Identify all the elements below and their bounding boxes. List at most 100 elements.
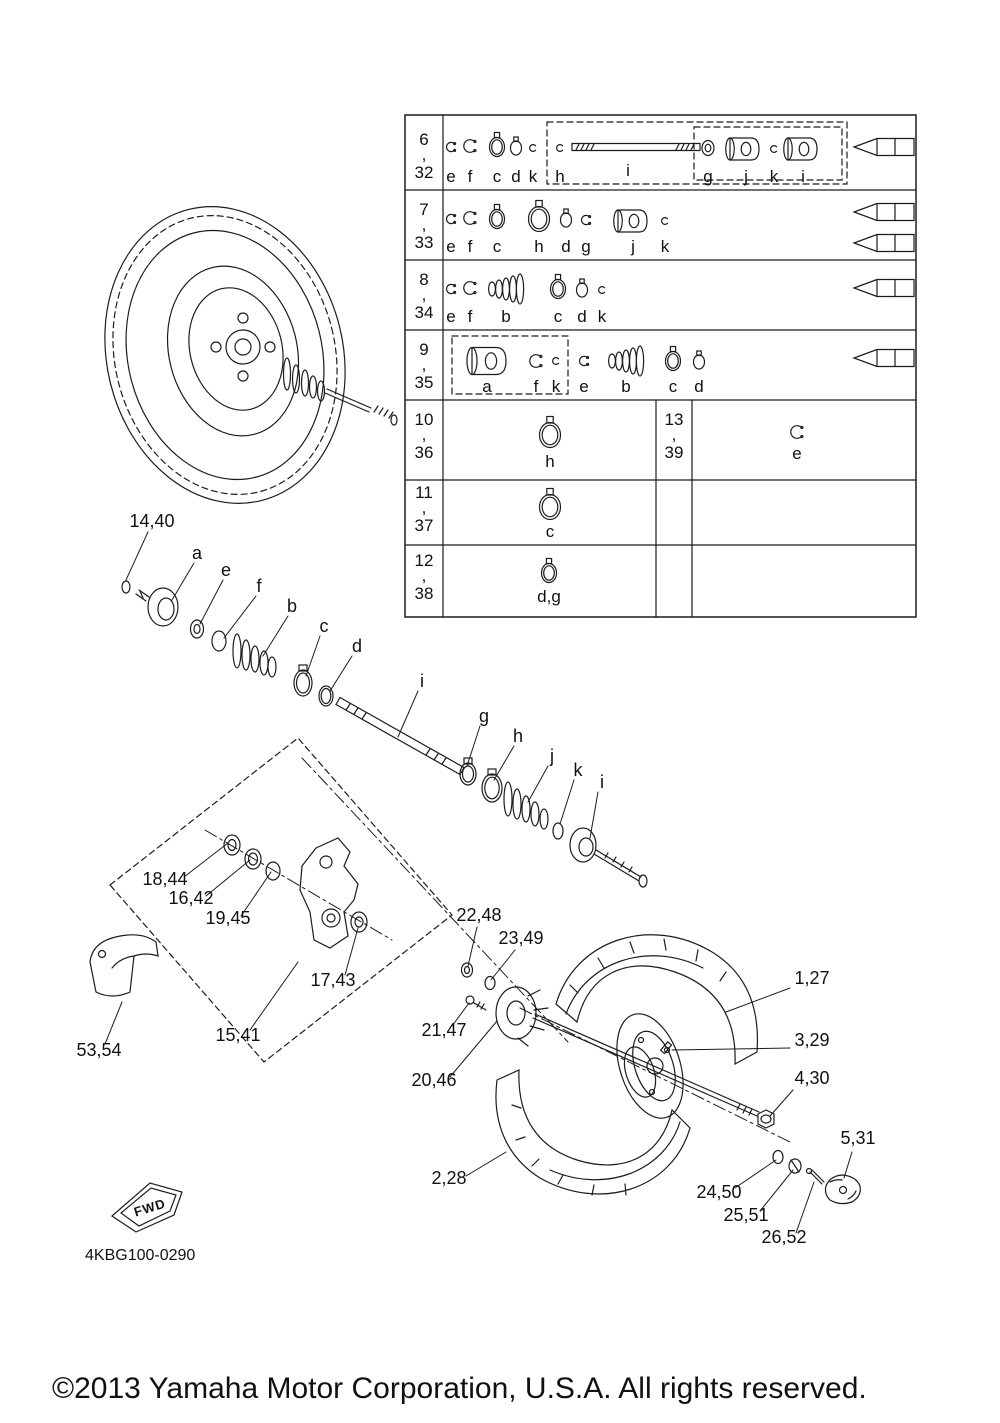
svg-text:,: , [422,566,427,585]
svg-text:g: g [581,237,590,256]
callout-22-48: 22,48 [456,905,501,925]
diagram-code: 4KBG100-0290 [85,1247,195,1264]
svg-text:c: c [554,307,563,326]
footer-copyright: ©2013 Yamaha Motor Corporation, U.S.A. A… [52,1372,867,1405]
svg-text:,: , [422,145,427,164]
svg-text:j: j [630,237,635,256]
svg-text:e: e [792,444,801,463]
clamp-c [293,664,313,697]
clip-icon [552,357,560,365]
clamp-icon [488,131,506,158]
hub-bolt [465,995,487,1011]
ref-13-39: 13 [665,410,684,429]
clamp-icon [575,278,589,298]
assembly-dashed-box [109,737,453,1063]
cv-boot-icon [607,345,645,377]
svg-text:e: e [446,167,455,186]
snap-ring-icon [445,283,457,295]
shaft-end-icon [853,137,915,157]
svg-text:,: , [422,498,427,517]
svg-text:h: h [555,167,564,186]
callout-j: j [549,746,554,766]
cv-joint-a [135,587,179,627]
callout-h: h [513,726,523,746]
ref-7-33: 7 [419,200,428,219]
svg-text:c: c [493,167,502,186]
clamp-icon [488,203,506,230]
washer-icon [701,139,715,157]
ref-12-38: 12 [415,551,434,570]
clamp-icon [538,415,562,449]
clip-icon [770,145,778,153]
shaft-end-icon [853,278,915,298]
svg-text:f: f [534,377,539,396]
table-ref-cells: 6 , 32 7 , 33 8 , 34 9 , 35 10 , 36 13 ,… [415,130,684,603]
seal-e [189,619,205,639]
svg-text:b: b [501,307,510,326]
svg-text:c: c [493,237,502,256]
lock-washer [484,975,496,991]
cv-joint-i [569,827,648,888]
clip-icon [661,217,669,225]
callout-53-54: 53,54 [76,1040,121,1060]
rim-section [616,1013,684,1119]
svg-text:f: f [468,167,473,186]
snap-ring-icon [463,211,477,225]
cv-boot-b [232,633,277,678]
callout-i-shaft: i [420,671,424,691]
snap-ring-icon [790,425,804,439]
ref-11-37: 11 [415,483,433,502]
tire-lower-shell [495,1069,691,1195]
svg-text:d: d [561,237,570,256]
ref-6-32: 6 [419,130,428,149]
callout-3-29: 3,29 [794,1030,829,1050]
svg-text:k: k [529,167,538,186]
svg-text:36: 36 [415,443,434,462]
wheel-bearing-inner [244,848,262,870]
svg-text:k: k [552,377,561,396]
wheel-bearing-outer [223,834,241,856]
callout-16-42: 16,42 [168,888,213,908]
snap-ring-icon [445,141,457,153]
clip-f [211,630,227,652]
svg-text:i: i [801,167,805,186]
ref-10-36: 10 [415,410,434,429]
svg-text:35: 35 [415,373,434,392]
ref-9-35: 9 [419,340,428,359]
clamp-icon [664,345,682,372]
svg-text:33: 33 [415,233,434,252]
fwd-arrow: FWD [111,1182,183,1233]
svg-text:37: 37 [415,516,434,535]
svg-text:k: k [598,307,607,326]
svg-text:34: 34 [415,303,434,322]
svg-text:k: k [770,167,779,186]
callout-25-51: 25,51 [723,1205,768,1225]
cv-boot-j [503,781,549,830]
svg-text:38: 38 [415,584,434,603]
svg-text:f: f [468,307,473,326]
front-axle-on-wheel [282,357,398,426]
callout-a: a [192,543,203,563]
clip-icon [556,144,564,152]
svg-text:,: , [422,355,427,374]
knuckle-washer [350,911,368,933]
svg-text:k: k [661,237,670,256]
clip-icon [598,286,606,294]
row-9-35-parts [466,345,915,377]
svg-text:b: b [621,377,630,396]
callout-g: g [479,706,489,726]
tire-upper-shell [555,934,759,1066]
svg-text:c: c [669,377,678,396]
row-7-33-parts [445,199,915,253]
callout-c: c [320,616,329,636]
callout-i-joint: i [600,772,604,792]
cv-joint-icon [783,137,818,161]
svg-text:h: h [534,237,543,256]
row-8-34-parts [445,273,915,305]
outer-washer [772,1149,784,1165]
callout-24-50: 24,50 [696,1182,741,1202]
bearing-seal [265,861,281,881]
snap-ring-icon [445,213,457,225]
snap-ring-icon [463,281,477,295]
hub-cap [824,1174,861,1205]
